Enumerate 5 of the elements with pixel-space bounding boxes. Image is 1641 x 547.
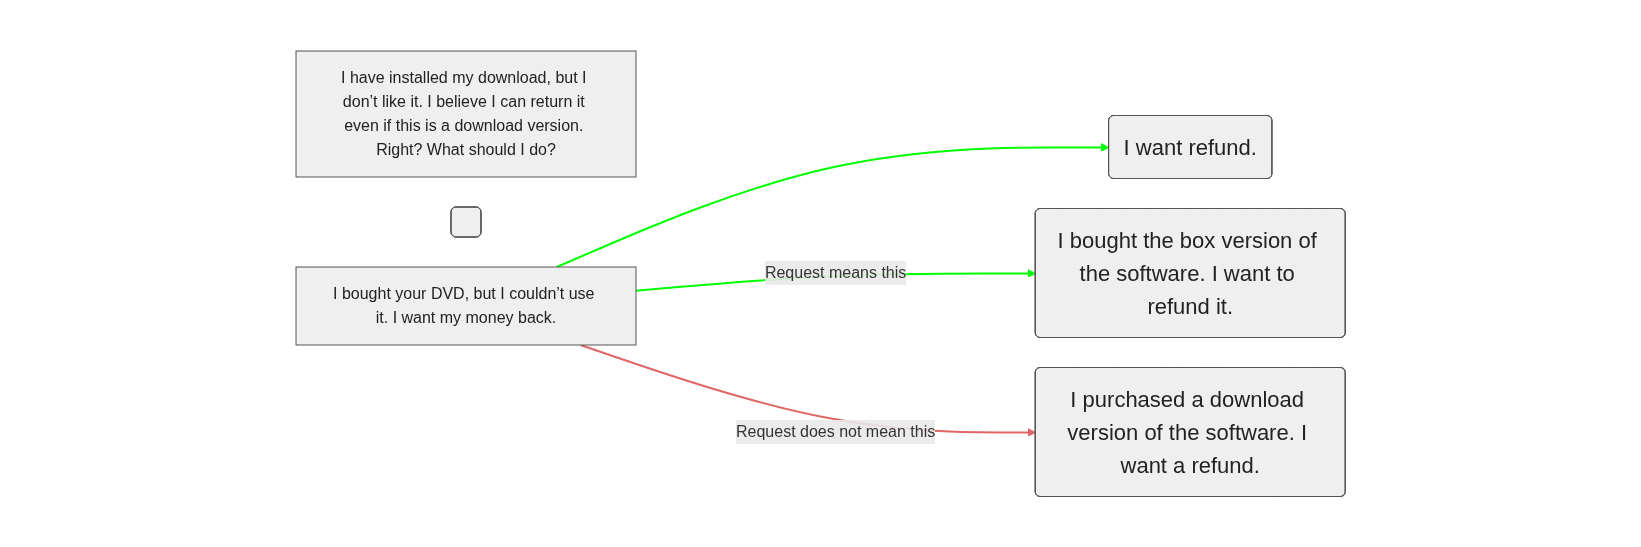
node-box: I have installed my download, but I don’t like it. I believe I can return it even if this is a download version. Right? What should I do? — [295, 50, 637, 178]
edge-label: Request does not mean this — [735, 422, 936, 440]
node-box: I bought your DVD, but I couldn’t use it. I want my money back. — [295, 266, 637, 346]
edge-label: Request means this — [764, 263, 907, 281]
arrow — [555, 142, 1110, 268]
